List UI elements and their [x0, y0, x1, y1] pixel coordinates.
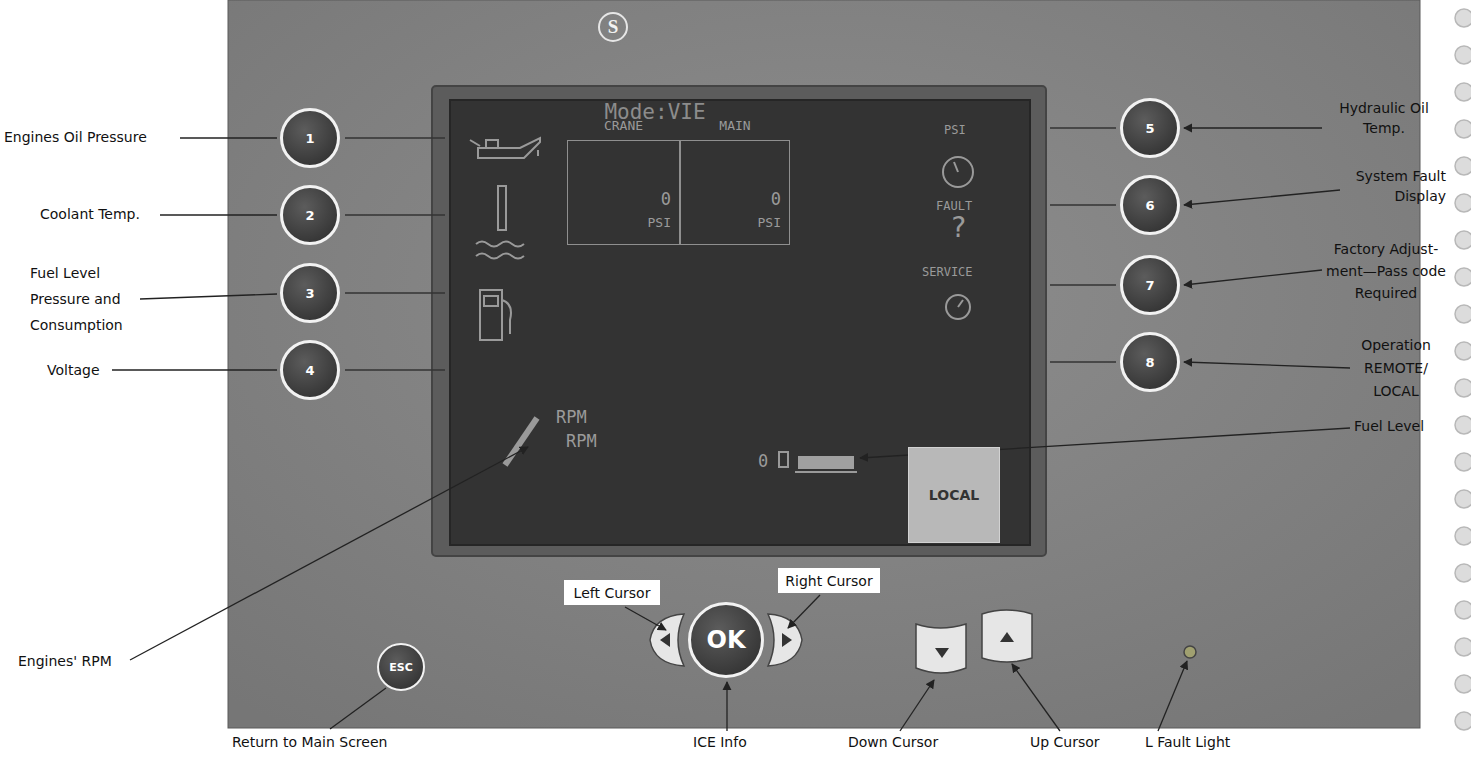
- screen-bezel: [432, 86, 1046, 556]
- button-label: 4: [305, 363, 314, 378]
- button-label: ESC: [389, 661, 413, 674]
- callout-label: Left Cursor: [574, 585, 651, 601]
- callout-box: Left Cursor: [564, 580, 660, 605]
- fuel-bar: [798, 456, 854, 469]
- function-button: 3: [280, 263, 340, 323]
- screen-text: PSI: [944, 122, 966, 138]
- function-button: 4: [280, 340, 340, 400]
- escape-button: ESC: [377, 643, 425, 691]
- callout-label: Return to Main Screen: [232, 733, 387, 751]
- guide-lines: [345, 128, 1116, 370]
- gauge-unit: PSI: [681, 215, 789, 230]
- control-panel: SMode:VIECRANE0PSIMAIN0PSILOCAL12345678E…: [228, 0, 1420, 728]
- function-button: 1: [280, 108, 340, 168]
- pressure-gauge-box: CRANE0PSI: [567, 118, 680, 245]
- gauge-frame: 0PSI: [567, 140, 680, 245]
- display-screen: Mode:VIECRANE0PSIMAIN0PSILOCAL: [450, 100, 1030, 545]
- function-button: 5: [1120, 98, 1180, 158]
- screen-icons: [470, 138, 973, 472]
- button-label: 3: [305, 286, 314, 301]
- leader-lines: [112, 128, 1350, 731]
- mode-box: LOCAL: [908, 447, 1000, 543]
- callout-label: Right Cursor: [785, 573, 872, 589]
- function-button: 8: [1120, 332, 1180, 392]
- callout-box: Right Cursor: [778, 568, 880, 593]
- button-label: 6: [1145, 198, 1154, 213]
- panel-housing: [228, 0, 1420, 728]
- button-label: 7: [1145, 278, 1154, 293]
- callout-label: Down Cursor: [848, 733, 938, 751]
- screen-text: RPM: [566, 430, 597, 452]
- callout-label: Factory Adjust-ment—Pass code Required: [1318, 238, 1454, 304]
- callout-label: Up Cursor: [1030, 733, 1100, 751]
- button-label: 2: [305, 208, 314, 223]
- button-label: 5: [1145, 121, 1154, 136]
- pressure-gauge-box: MAIN0PSI: [680, 118, 790, 245]
- screen-text: 0: [758, 450, 768, 472]
- callout-label: Coolant Temp.: [40, 205, 140, 223]
- callout-label: L Fault Light: [1145, 733, 1230, 751]
- gauge-value: 0: [568, 189, 679, 209]
- button-label: OK: [707, 626, 746, 654]
- gauge-value: 0: [681, 189, 789, 209]
- gauge-heading: CRANE: [567, 118, 680, 140]
- callout-label: System Fault Display: [1330, 166, 1446, 206]
- screen-text: RPM: [556, 406, 587, 428]
- button-label: 8: [1145, 355, 1154, 370]
- function-button: 2: [280, 185, 340, 245]
- button-label: 1: [305, 131, 314, 146]
- function-button: 7: [1120, 255, 1180, 315]
- callout-label: ICE Info: [693, 733, 747, 751]
- screen-text: SERVICE: [922, 264, 973, 280]
- callout-label: Engines' RPM: [18, 652, 112, 670]
- gauge-heading: MAIN: [680, 118, 790, 140]
- screen-glass: [450, 100, 1030, 545]
- mode-text: LOCAL: [929, 487, 979, 503]
- gauge-frame: 0PSI: [680, 140, 790, 245]
- gauge-unit: PSI: [568, 215, 679, 230]
- callout-label: Engines Oil Pressure: [4, 128, 147, 146]
- logo-text: S: [598, 12, 628, 42]
- screen-text: ?: [950, 210, 967, 246]
- callout-label: Hydraulic Oil Temp.: [1320, 98, 1448, 138]
- fault-light: [1184, 646, 1196, 658]
- callout-label: Fuel Level: [1354, 417, 1424, 435]
- binder-holes: [1455, 9, 1471, 730]
- ok-button: OK: [688, 602, 764, 678]
- callout-label: Fuel Level Pressure and Consumption: [30, 260, 155, 338]
- callout-label: Voltage: [47, 361, 100, 379]
- callout-label: Operation REMOTE/ LOCAL: [1346, 334, 1446, 403]
- function-button: 6: [1120, 175, 1180, 235]
